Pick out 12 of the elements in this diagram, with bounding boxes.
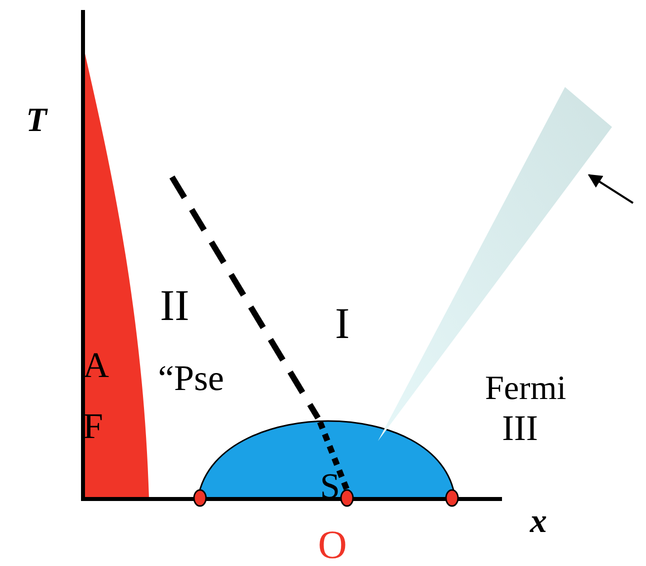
region-label: “Pse: [158, 360, 224, 396]
dome-region: [198, 421, 456, 498]
axis-label: x: [530, 505, 547, 539]
region-label: A F: [83, 344, 108, 448]
arrow: [588, 174, 634, 204]
axis-label: T: [26, 104, 47, 138]
region-label: Fermi: [485, 372, 566, 406]
point-label: O: [318, 525, 347, 565]
region-label: III: [502, 410, 538, 446]
wedge-shape: [378, 87, 613, 441]
region-label: II: [160, 284, 190, 328]
region-label: I: [335, 302, 350, 346]
